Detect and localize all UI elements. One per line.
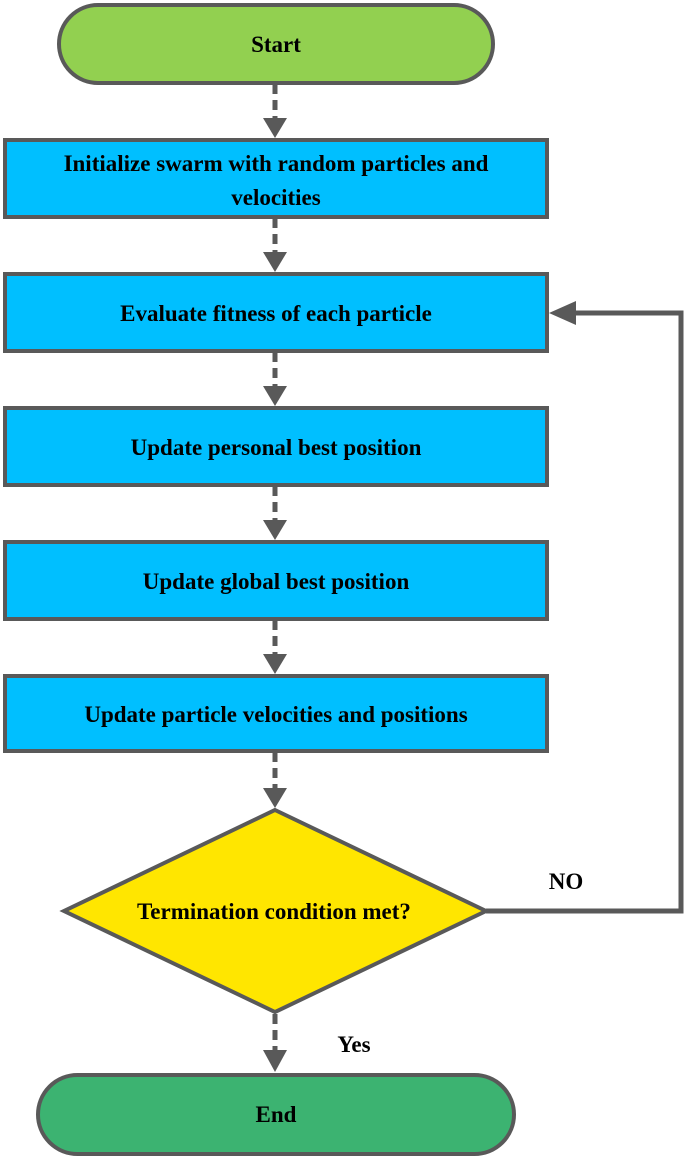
evaluate-process-box: Evaluate fitness of each particle [3,272,549,353]
start-label: Start [251,32,301,57]
personal-best-label: Update personal best position [131,435,422,460]
init-label-line1: Initialize swarm with random particles a… [64,151,489,176]
end-label: End [256,1102,297,1127]
init-label-line2: velocities [231,185,320,210]
connector-evaluate-to-personal [263,352,287,406]
no-edge-label: NO [549,869,584,894]
connector-no-loop [486,301,684,914]
connector-global-to-update [263,620,287,674]
decision-label: Termination condition met? [137,899,411,924]
end-node: End [36,1073,516,1156]
evaluate-label: Evaluate fitness of each particle [120,301,432,326]
connector-decision-to-end [263,1014,287,1072]
connector-init-to-evaluate [263,218,287,272]
connector-start-to-init [263,84,287,138]
connector-personal-to-global [263,486,287,540]
connector-update-to-decision [263,752,287,808]
yes-edge-label: Yes [337,1032,370,1057]
personal-best-process-box: Update personal best position [3,406,549,487]
init-process-box: Initialize swarm with random particles a… [3,138,549,219]
update-velocities-process-box: Update particle velocities and positions [3,674,549,753]
update-velocities-label: Update particle velocities and positions [84,702,467,727]
decision-diamond: Termination condition met? [59,807,491,1015]
global-best-label: Update global best position [143,569,410,594]
start-node: Start [57,3,495,85]
global-best-process-box: Update global best position [3,540,549,621]
